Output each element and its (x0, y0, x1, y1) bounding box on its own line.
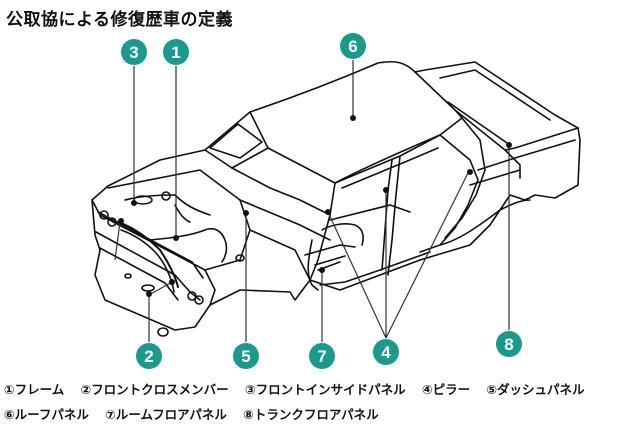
leader-line-2b (148, 281, 173, 296)
callout-badge-number: 6 (348, 37, 357, 56)
callout-badge-circle (233, 343, 259, 369)
target-dot-4a (325, 209, 331, 215)
legend-item-8: ⑧トランクフロアパネル (243, 407, 379, 422)
callout-badge-5: 5 (233, 343, 259, 369)
legend-item-4: ④ピラー (421, 382, 471, 397)
callout-badge-circle (496, 331, 522, 357)
callout-badge-number: 4 (381, 343, 391, 362)
leader-lines (114, 60, 510, 342)
callout-badge-number: 3 (129, 43, 138, 62)
callout-badge-6: 6 (340, 33, 366, 59)
legend-item-1: ①フレーム (4, 382, 65, 397)
legend-item-7: ⑦ルームフロアパネル (105, 407, 227, 422)
callout-badge-circle (373, 339, 399, 365)
legend-row-1: ①フレーム ②フロントクロスメンバー ③フロントインサイドパネル ④ピラー ⑤ダ… (4, 379, 597, 398)
leader-line-4a (327, 211, 387, 339)
legend-item-6: ⑥ルーフパネル (4, 407, 89, 422)
target-dots (118, 115, 512, 297)
page-title: 公取協による修復歴車の定義 (6, 10, 233, 30)
callout-badge-circle (136, 343, 162, 369)
callout-badge-circle (121, 39, 147, 65)
callout-badge-7: 7 (309, 343, 335, 369)
target-dot-7 (319, 267, 325, 273)
target-dot-4c (467, 169, 473, 175)
car-body-outline (91, 60, 581, 337)
callout-badge-number: 5 (241, 347, 250, 366)
target-dot-2b (146, 291, 152, 297)
callout-badge-number: 7 (317, 347, 326, 366)
callout-badge-circle (340, 33, 366, 59)
target-dot-2c (118, 218, 124, 224)
callout-badge-3: 3 (121, 39, 147, 65)
callout-badge-number: 2 (144, 347, 153, 366)
callout-badges: 1 2 3 4 5 6 7 8 (121, 33, 522, 369)
callout-badge-number: 8 (504, 335, 513, 354)
target-dot-6 (350, 115, 356, 121)
callout-badge-4: 4 (373, 339, 399, 365)
leader-line-4c (385, 172, 469, 339)
callout-badge-number: 1 (171, 43, 180, 62)
callout-badge-8: 8 (496, 331, 522, 357)
target-dot-4b (383, 187, 389, 193)
legend-row-2: ⑥ルーフパネル ⑦ルームフロアパネル ⑧トランクフロアパネル (4, 404, 391, 423)
callout-badge-2: 2 (136, 343, 162, 369)
callout-badge-circle (163, 39, 189, 65)
target-dot-3 (131, 200, 137, 206)
callout-badge-circle (309, 343, 335, 369)
target-dot-1 (173, 235, 179, 241)
car-body-diagram: 1 2 3 4 5 6 7 8 (91, 33, 581, 369)
target-dot-5 (243, 210, 249, 216)
callout-badge-1: 1 (163, 39, 189, 65)
target-dot-8 (506, 142, 512, 148)
leader-line-2c (114, 221, 121, 261)
legend-item-2: ②フロントクロスメンバー (80, 382, 229, 397)
legend-item-5: ⑤ダッシュパネル (486, 382, 585, 397)
legend-item-3: ③フロントインサイドパネル (245, 382, 406, 397)
target-dot-2 (169, 279, 175, 285)
